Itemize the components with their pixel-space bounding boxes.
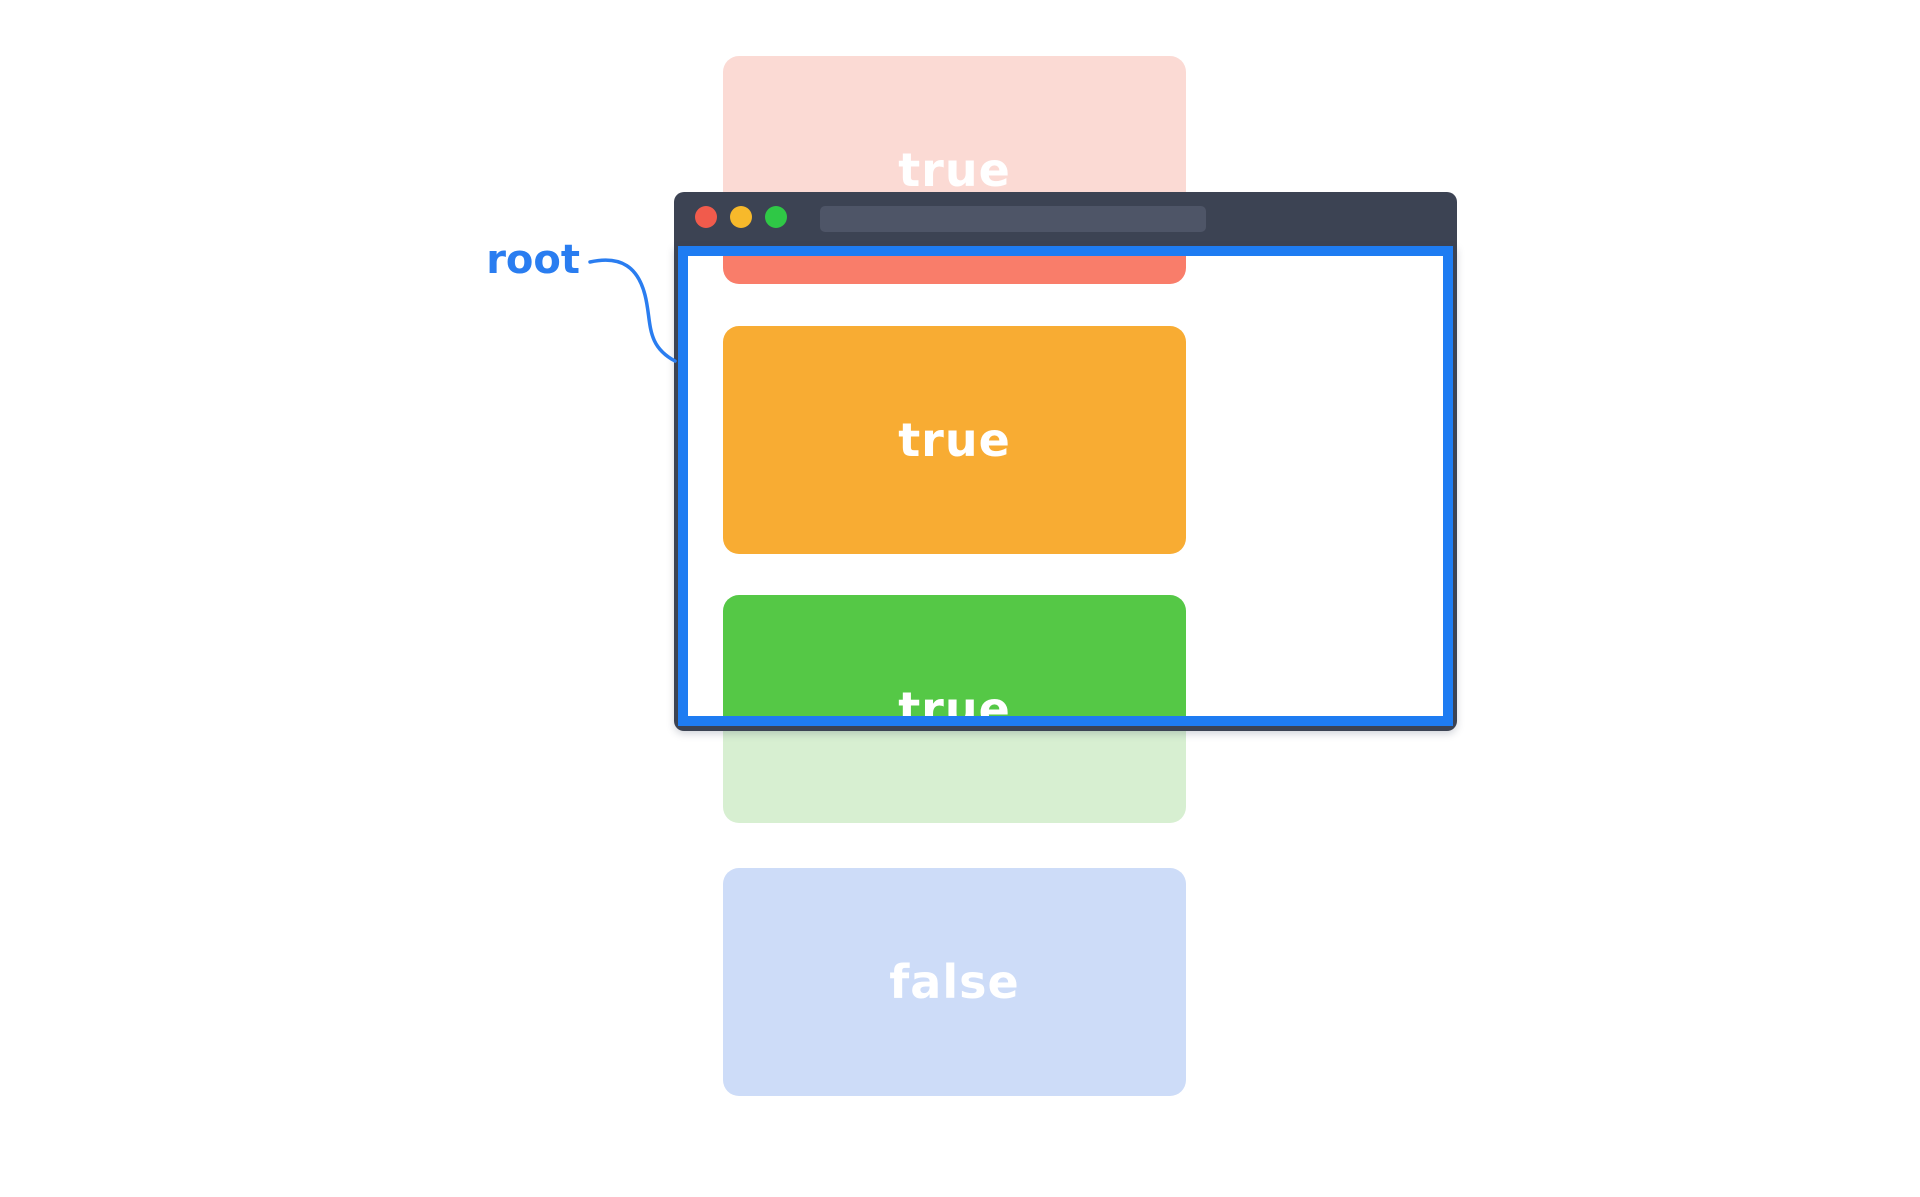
minimize-icon: [730, 206, 752, 228]
window-titlebar: [674, 192, 1457, 246]
box-4-intersecting-label: false: [889, 955, 1020, 1009]
window-controls: [695, 206, 787, 228]
target-box-3-green: true: [723, 595, 1186, 823]
window-frame: [674, 246, 1457, 731]
root-viewport-border: [678, 246, 1453, 726]
root-label: root: [486, 237, 580, 283]
target-box-2-orange: true: [723, 326, 1186, 554]
target-box-4-blue: false: [723, 868, 1186, 1096]
close-icon: [695, 206, 717, 228]
fullscreen-icon: [765, 206, 787, 228]
address-bar: [820, 206, 1206, 232]
box-2-intersecting-label: true: [898, 413, 1011, 467]
browser-window: [674, 192, 1457, 731]
box-1-intersecting-label: true: [898, 143, 1011, 197]
